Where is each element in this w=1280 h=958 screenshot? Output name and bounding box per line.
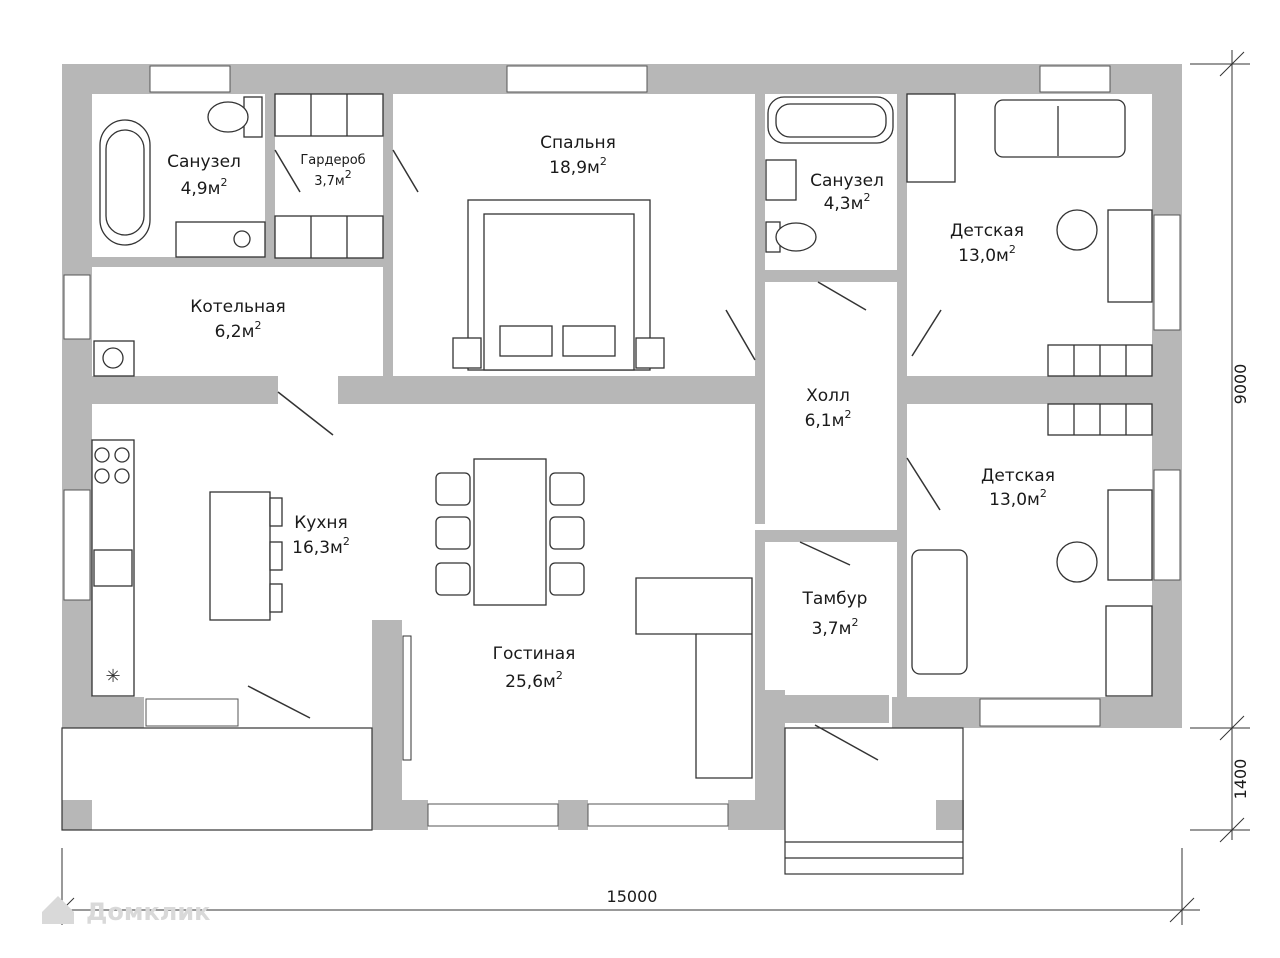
- room-area-bath1: 4,9м2: [181, 176, 228, 199]
- dimension-lines: 9000 1400 15000: [45, 50, 1250, 925]
- domclick-watermark: Домклик: [42, 896, 210, 926]
- hood-icon: ✳: [105, 666, 120, 687]
- room-name-kids1: Детская: [950, 221, 1024, 241]
- sink-icon: [93, 549, 133, 587]
- room-area-bedroom: 18,9м2: [549, 155, 607, 178]
- desk-icon: [1107, 489, 1153, 581]
- boiler-icon: [93, 340, 135, 377]
- sink-icon: [765, 159, 797, 201]
- room-area-kids2: 13,0м2: [989, 487, 1047, 510]
- dimension-height: 9000: [1231, 364, 1250, 405]
- room-area-bath2: 4,3м2: [824, 191, 871, 214]
- room-name-kids2: Детская: [981, 466, 1055, 486]
- room-area-living: 25,6м2: [505, 669, 563, 692]
- sofa-icon: [911, 549, 968, 675]
- doors: [247, 149, 942, 761]
- room-area-boiler: 6,2м2: [215, 319, 262, 342]
- room-name-living: Гостиная: [493, 644, 576, 664]
- furniture: ✳: [91, 93, 1153, 779]
- room-area-kitchen: 16,3м2: [292, 535, 350, 558]
- room-name-hall: Холл: [806, 386, 850, 406]
- watermark-text: Домклик: [86, 898, 210, 926]
- terrace: [61, 727, 964, 875]
- room-name-wardrobe: Гардероб: [300, 153, 365, 168]
- corner-sofa-icon: [635, 577, 753, 779]
- walls: [62, 64, 1182, 830]
- room-name-bedroom: Спальня: [540, 133, 616, 153]
- chair-icon: [1056, 209, 1098, 251]
- kitchen-island: [209, 491, 271, 621]
- chair-icon: [1056, 541, 1098, 583]
- dining-table: [473, 458, 547, 606]
- room-area-hall: 6,1м2: [805, 408, 852, 431]
- toilet-icon: [207, 101, 249, 133]
- sofa-icon: [994, 99, 1126, 158]
- room-name-boiler: Котельная: [190, 297, 285, 317]
- toilet-icon: [775, 222, 817, 252]
- dimension-width: 15000: [607, 887, 658, 906]
- dimension-porch: 1400: [1231, 759, 1250, 800]
- room-labels: Санузел 4,9м2 Гардероб 3,7м2 Спальня 18,…: [167, 133, 1055, 692]
- room-name-bath1: Санузел: [167, 152, 241, 172]
- room-area-kids1: 13,0м2: [958, 243, 1016, 266]
- house-logo-icon: [42, 896, 74, 924]
- room-name-bath2: Санузел: [810, 171, 884, 191]
- room-area-wardrobe: 3,7м2: [314, 168, 351, 189]
- desk-icon: [1107, 209, 1153, 303]
- room-area-vestibule: 3,7м2: [812, 616, 859, 639]
- shower-tray-icon: [175, 221, 266, 258]
- room-name-kitchen: Кухня: [294, 513, 348, 533]
- room-name-vestibule: Тамбур: [802, 589, 868, 609]
